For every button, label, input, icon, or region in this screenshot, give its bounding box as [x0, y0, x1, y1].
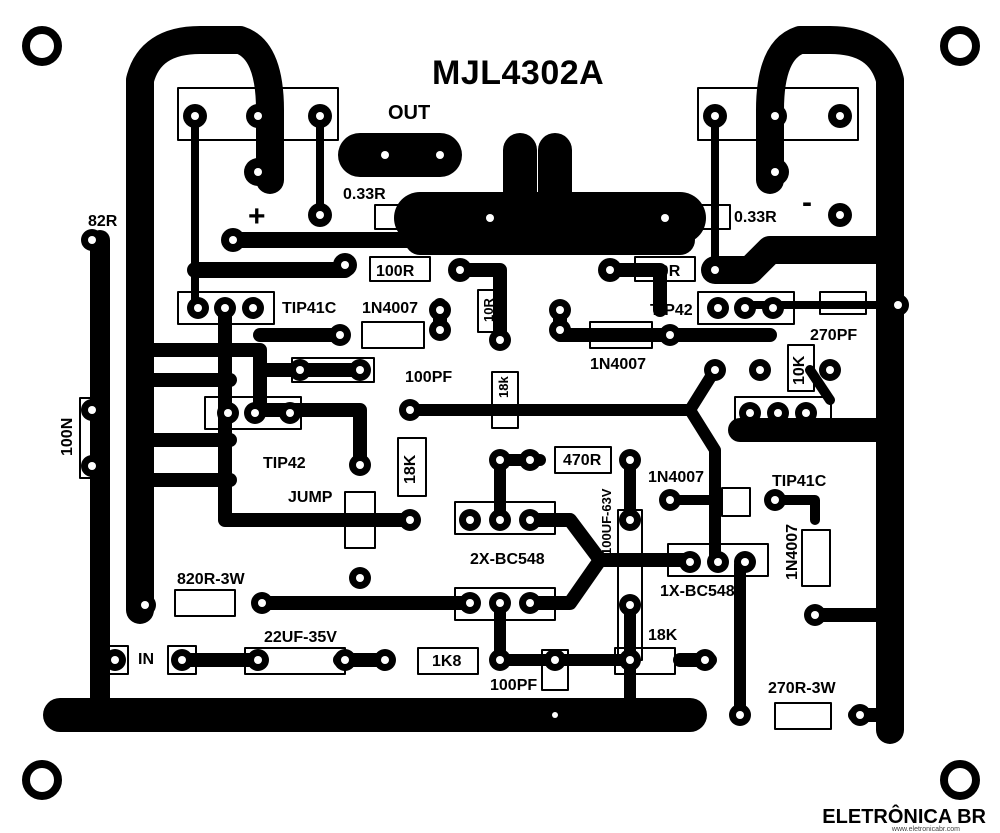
c100uf-label: 100UF-63V [599, 488, 614, 555]
in-connector-outline [99, 645, 129, 675]
c270pf-label: 270PF [810, 327, 858, 344]
diode-vert-outline [801, 529, 831, 587]
d1n4007-left-label: 1N4007 [362, 300, 419, 317]
q2x-top-outline [454, 501, 556, 535]
in-pad-outline [167, 645, 197, 675]
mounting-hole-bottom-left [22, 760, 62, 800]
r270-label: 270R-3W [768, 680, 836, 697]
r1k8-label: 1K8 [432, 653, 462, 670]
c100n-label: 100N [59, 417, 76, 456]
tip41c-right-label: TIP41C [772, 473, 827, 490]
r18k-vert-outline [397, 437, 427, 497]
r470-label: 470R [563, 452, 602, 469]
in-label: IN [138, 651, 154, 668]
cap-270pf-outline [819, 291, 867, 315]
mounting-hole-top-left [22, 26, 62, 66]
r10k-outline [787, 344, 815, 392]
r18k-vert-label: 18K [402, 454, 419, 484]
r270-outline [774, 702, 832, 730]
d1n4007-vert-label: 1N4007 [784, 523, 801, 580]
tip42-top-label: TIP42 [650, 302, 693, 319]
r18k-bottom-outline [614, 647, 676, 675]
right-power-rail [756, 26, 904, 744]
c100n-outline [79, 397, 107, 479]
r18k-small-label: 18k [496, 376, 511, 398]
tip42-left-label: TIP42 [263, 455, 306, 472]
r18k-bottom-label: 18K [648, 627, 678, 644]
r100-right-outline [634, 256, 696, 282]
output-label: OUT [388, 102, 431, 124]
mounting-hole-top-right [940, 26, 980, 66]
diode-left-outline [361, 321, 425, 349]
q2x-label: 2X-BC548 [470, 551, 545, 568]
brand-name: ELETRÔNICA BR [822, 806, 986, 828]
d1n4007-mid-label: 1N4007 [590, 356, 647, 373]
jump-outline [344, 491, 376, 549]
r820-label: 820R-3W [177, 571, 245, 588]
minus-label: - [802, 186, 813, 219]
r820-outline [174, 589, 236, 617]
r033-right-label: 0.33R [734, 209, 777, 226]
c22uf-label: 22UF-35V [264, 629, 337, 646]
c100pf-top-label: 100PF [405, 369, 453, 386]
left-power-rail [126, 26, 284, 624]
r10-label: 10R [481, 298, 496, 322]
plus-label: + [248, 200, 267, 233]
r18k-small-outline [491, 371, 519, 429]
r10-outline [477, 289, 501, 333]
r100-left-outline [369, 256, 431, 282]
q1x-label: 1X-BC548 [660, 583, 735, 600]
power-transistor-left-outline [177, 87, 339, 141]
r82-label: 82R [88, 213, 118, 230]
diode-right-small-outline [721, 487, 751, 517]
tip42-top-outline [697, 291, 795, 325]
brand-url: www.eletronicabr.com [891, 826, 960, 833]
q2x-bottom-outline [454, 587, 556, 621]
mounting-hole-bottom-right [940, 760, 980, 800]
tip41c-right-outline [734, 396, 832, 430]
d1n4007-right-label: 1N4007 [648, 469, 705, 486]
c100pf-bottom-label: 100PF [490, 677, 538, 694]
pads [81, 104, 909, 726]
r10k-label: 10K [791, 355, 808, 385]
r100-right-label: 100R [642, 263, 681, 280]
board-title: MJL4302A [432, 54, 605, 92]
r033-left-outline [374, 204, 426, 230]
q1x-outline [667, 543, 769, 577]
jump-label: JUMP [288, 489, 333, 506]
r100-left-label: 100R [376, 263, 415, 280]
tip41c-top-outline [177, 291, 275, 325]
r033-left-label: 0.33R [343, 186, 386, 203]
r470-outline [554, 446, 612, 474]
tip41c-top-label: TIP41C [282, 300, 337, 317]
r033-right-outline [689, 204, 731, 230]
power-transistor-right-outline [697, 87, 859, 141]
diode-mid-outline [589, 321, 653, 349]
r1k8-outline [417, 647, 479, 675]
